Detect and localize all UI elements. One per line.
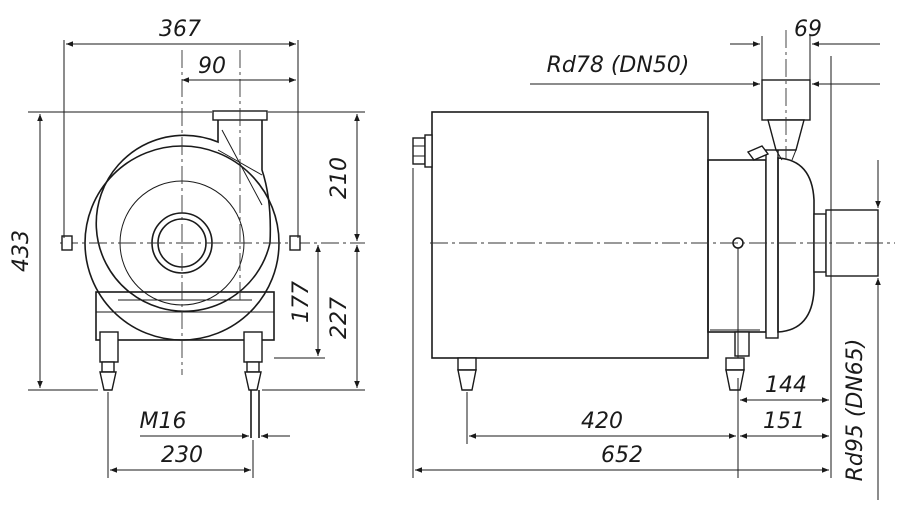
dim-177: 177 [289,281,314,323]
dim-420: 420 [581,409,623,434]
dim-210: 210 [327,157,352,199]
side-pump-casing [777,157,815,333]
side-view: 69 Rd78 (DN50) Rd95 (DN65) 144 151 420 6… [412,17,895,500]
dim-227: 227 [327,297,352,339]
side-right-foot [725,357,745,391]
side-motor-body [431,111,709,359]
dim-90: 90 [198,54,226,79]
dim-652: 652 [601,443,643,468]
dim-rd95: Rd95 (DN65) [843,339,868,482]
front-left-foot [99,331,119,391]
dim-433: 433 [9,230,34,272]
front-view: 367 90 433 210 227 177 M16 230 [9,17,365,478]
front-right-foot [243,331,263,438]
side-adaptor [707,159,767,333]
side-casing-flange [765,149,779,339]
dim-m16: M16 [140,409,187,434]
dim-rd78: Rd78 (DN50) [547,53,690,78]
dim-69: 69 [794,17,822,42]
dim-230: 230 [161,443,203,468]
side-end-cap [412,137,426,165]
front-volute-casing [95,117,272,313]
dim-367: 367 [159,17,201,42]
dim-151: 151 [763,409,805,434]
dim-144: 144 [765,373,807,398]
side-left-foot [457,357,477,391]
